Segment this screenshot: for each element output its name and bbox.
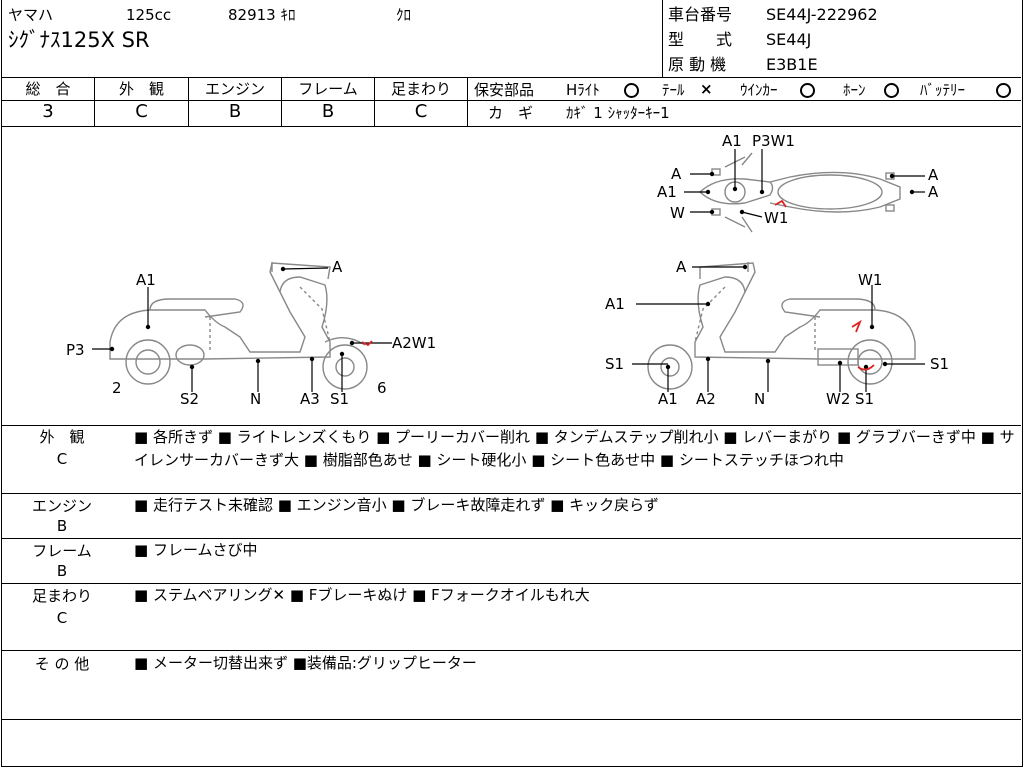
engine-code-value: E3B1E: [766, 55, 818, 74]
section-engine-grade: B: [56, 517, 68, 535]
grade-divider-1: [94, 77, 95, 126]
grade-exterior-label: 外 観: [118, 80, 164, 98]
header-divider: [662, 0, 663, 77]
section-other-label: そ の 他: [34, 655, 90, 673]
grade-suspension-value: C: [414, 101, 428, 122]
circle-icon: [884, 83, 899, 98]
section-other-text: ■ メーター切替出来ず ■装備品:グリップヒーター: [134, 654, 477, 672]
diagram-label: A1: [658, 390, 678, 408]
key-value: ｶｷﾞ 1 ｼｬｯﾀｰｷｰ1: [566, 104, 670, 122]
frame-number-value: SE44J-222962: [766, 5, 878, 24]
grade-overall-value: 3: [42, 101, 54, 122]
header-mileage: 82913 ｷﾛ: [228, 6, 296, 24]
safety-horn: ﾎｰﾝ: [843, 81, 866, 99]
diagram-label: A2W1: [392, 334, 436, 352]
divider-section-1: [1, 493, 1021, 494]
circle-icon: [624, 83, 639, 98]
diagram-label: S2: [180, 390, 199, 408]
diagram-label: A2: [696, 390, 716, 408]
diagram-label: S1: [605, 355, 624, 373]
section-engine-label: エンジン: [31, 497, 92, 515]
diagram-label: W: [670, 204, 685, 222]
diagram-label: W1: [858, 271, 882, 289]
diagram-label: W2: [826, 390, 850, 408]
diagram-label: N: [250, 390, 261, 408]
grade-exterior-value: C: [135, 101, 148, 122]
section-suspension-text: ■ ステムベアリング✕ ■ Fブレーキぬけ ■ Fフォークオイルもれ大: [134, 586, 590, 604]
section-exterior-text: ■ 各所きず ■ ライトレンズくもり ■ プーリーカバー削れ ■ タンデムステッ…: [134, 428, 1015, 469]
frame-number-label: 車台番号: [668, 5, 733, 24]
diagram-label: A: [928, 166, 939, 184]
section-frame-text: ■ フレームさび中: [134, 541, 258, 559]
diagram-label: S1: [855, 390, 874, 408]
grade-frame-label: フレーム: [298, 80, 358, 98]
grade-divider-3: [281, 77, 282, 126]
key-label: カ ギ: [488, 104, 534, 122]
safety-label: 保安部品: [474, 81, 535, 99]
grade-divider-5: [467, 77, 468, 126]
divider-diagram: [1, 425, 1021, 426]
model-type-label: 型 式: [668, 30, 733, 49]
section-frame-grade: B: [56, 562, 68, 580]
diagram-label: A: [671, 165, 682, 183]
safety-headlight: Hﾗｲﾄ: [566, 81, 600, 99]
grade-divider-4: [374, 77, 375, 126]
diagram-label: A: [332, 258, 343, 276]
safety-winker: ｳｲﾝｶｰ: [740, 81, 778, 99]
section-suspension-grade: C: [56, 609, 68, 627]
diagram-label: A1: [657, 183, 677, 201]
section-exterior-grade: C: [56, 450, 68, 468]
header-displacement: 125cc: [126, 6, 172, 24]
diagram-label: A: [928, 183, 939, 201]
divider-section-2: [1, 538, 1021, 539]
diagram-label: 2: [112, 379, 122, 397]
grade-divider-2: [188, 77, 189, 126]
grade-frame-value: B: [321, 101, 335, 122]
header-color: ｸﾛ: [396, 6, 412, 24]
header-model-name: ｼｸﾞﾅｽ125X SR: [8, 28, 150, 52]
diagram-label: P3W1: [752, 132, 795, 150]
grade-engine-label: エンジン: [204, 80, 265, 98]
engine-code-label: 原 動 機: [668, 55, 727, 74]
section-suspension-label: 足まわり: [31, 587, 92, 605]
divider-grades: [1, 126, 1021, 127]
divider-section-3: [1, 583, 1021, 584]
diagram-label: 6: [377, 379, 387, 397]
section-frame-label: フレーム: [32, 542, 92, 560]
diagram-label: A1: [605, 295, 625, 313]
scooter-diagram: A1 P3W1 A A1 W W1 A A A A1 P3 A2W1 2 S2 …: [66, 132, 949, 408]
grade-overall-label: 総 合: [25, 80, 71, 98]
diagram-label: W1: [764, 209, 788, 227]
diagram-label: A3: [300, 390, 320, 408]
grade-suspension-label: 足まわり: [390, 80, 451, 98]
diagram-label: A1: [136, 271, 156, 289]
circle-icon: [800, 83, 815, 98]
diagram-label: P3: [66, 341, 85, 359]
diagram-label: A: [676, 258, 687, 276]
cross-icon: ×: [700, 80, 713, 98]
section-engine-text: ■ 走行テスト未確認 ■ エンジン音小 ■ ブレーキ故障走れず ■ キック戻らず: [134, 496, 659, 514]
diagram-label: S1: [330, 390, 349, 408]
grade-engine-value: B: [228, 101, 242, 122]
section-exterior-label: 外 観: [39, 428, 85, 446]
divider-header: [1, 77, 1021, 78]
divider-section-4: [1, 650, 1021, 651]
header-maker: ヤマハ: [8, 6, 54, 24]
grade-mid-line: [1, 100, 1021, 101]
diagram-label: N: [754, 390, 765, 408]
divider-section-5: [1, 719, 1021, 720]
diagram-label: S1: [930, 355, 949, 373]
model-type-value: SE44J: [766, 30, 812, 49]
circle-icon: [996, 83, 1011, 98]
diagram-label: A1: [722, 132, 742, 150]
safety-tail: ﾃｰﾙ: [662, 81, 685, 99]
safety-battery: ﾊﾞｯﾃﾘｰ: [920, 81, 966, 99]
